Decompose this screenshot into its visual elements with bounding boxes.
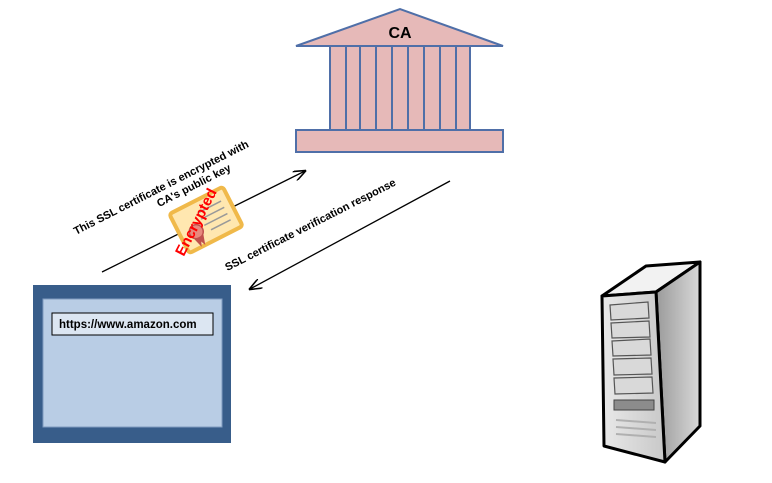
ca-building: CA [295,7,504,153]
browser-window: https://www.amazon.com [33,285,231,443]
ca-base [295,129,504,153]
address-bar-url: https://www.amazon.com [59,319,197,331]
response-label-group: SSL certificate verification response [223,177,398,274]
encrypted-certificate [168,185,244,255]
address-bar[interactable] [51,312,214,336]
ca-label: CA [388,25,412,42]
response-label: SSL certificate verification response [223,177,398,274]
ca-colonnade [329,45,471,131]
response-arrow [250,180,451,289]
server-icon [600,260,702,464]
ca-columns [345,46,457,130]
certificate-icon [168,185,244,255]
